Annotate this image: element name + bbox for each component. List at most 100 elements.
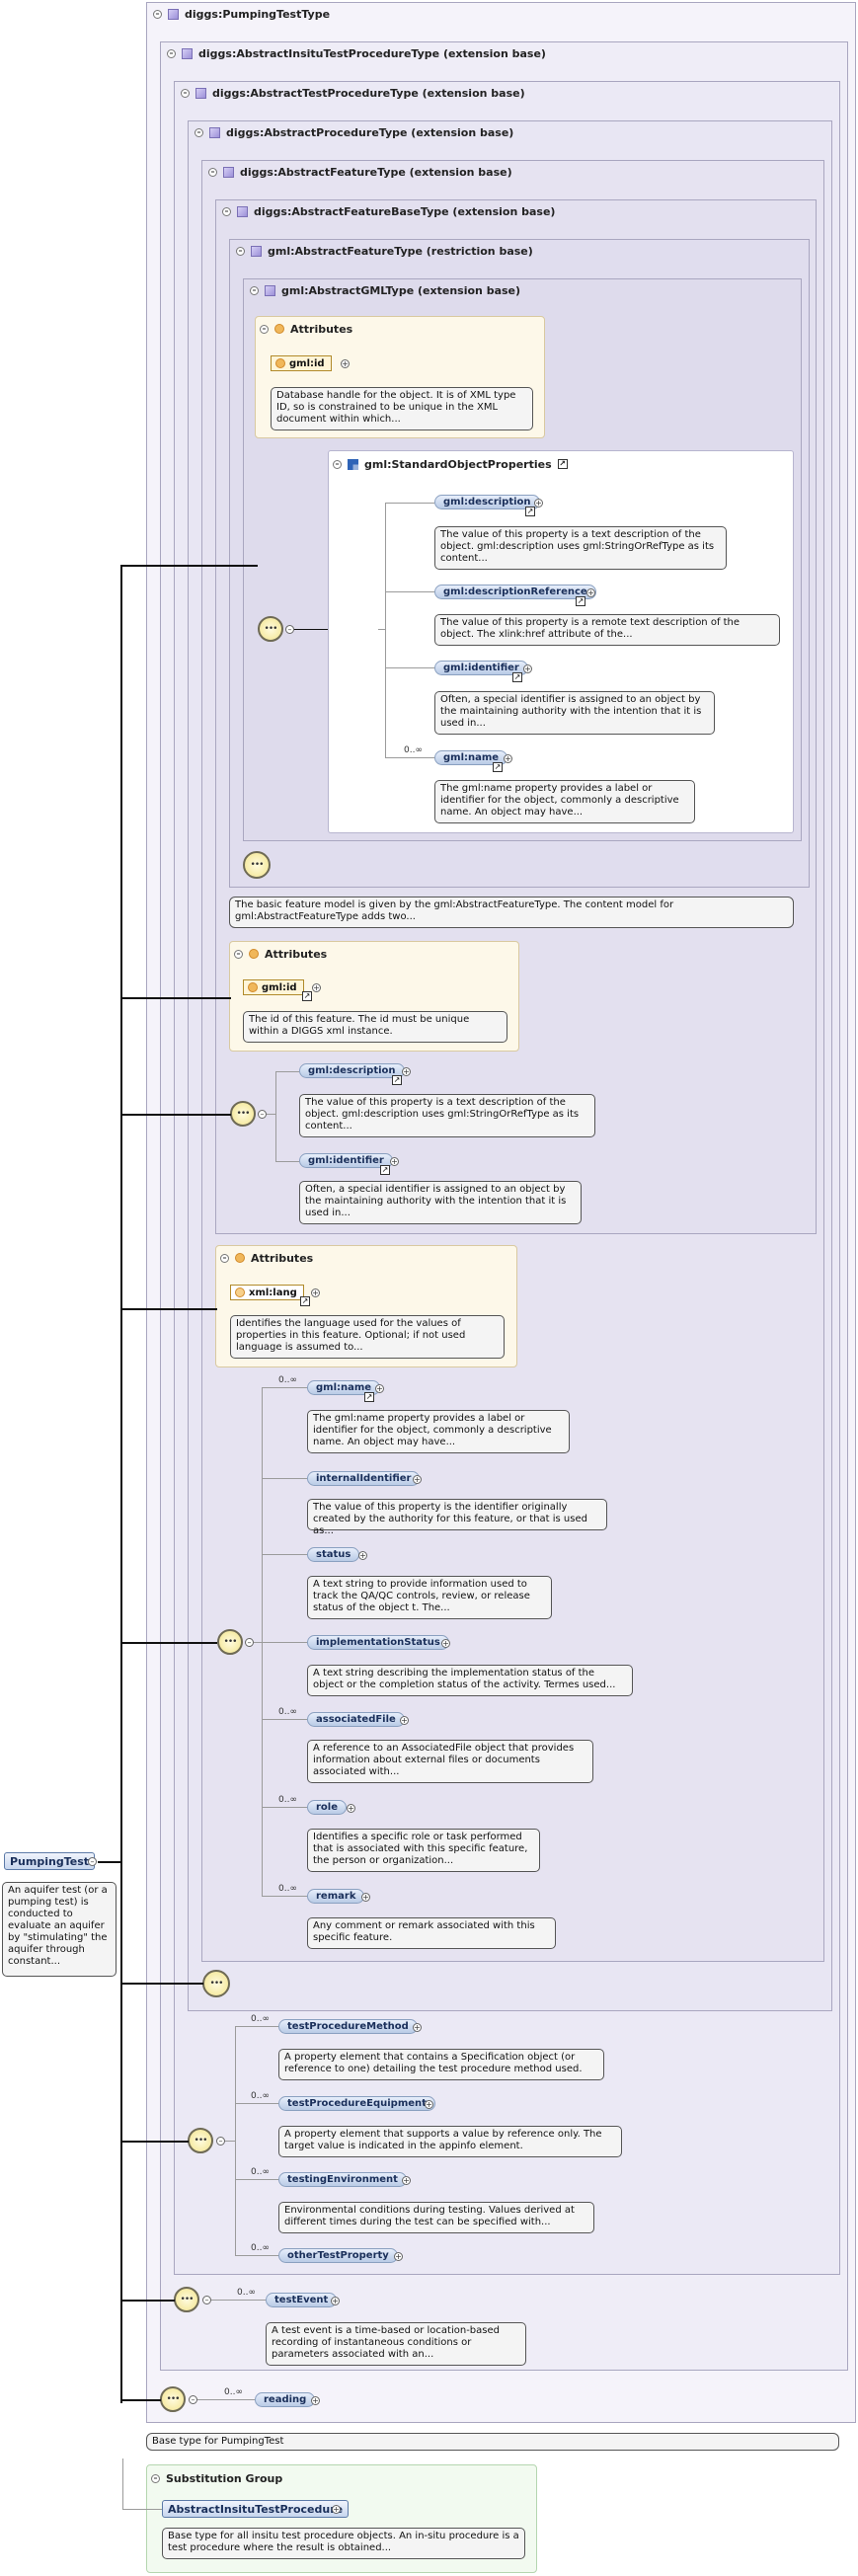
- collapse-icon[interactable]: –: [333, 459, 342, 469]
- expand-icon[interactable]: +: [413, 2022, 422, 2032]
- complex-type-icon: [182, 47, 193, 59]
- external-link-icon[interactable]: ↗: [557, 459, 568, 469]
- collapse-icon[interactable]: –: [234, 949, 243, 959]
- collapse-icon[interactable]: –: [153, 9, 162, 19]
- external-link-icon[interactable]: ↗: [392, 1075, 402, 1085]
- element-desc: A text string describing the implementat…: [307, 1665, 633, 1696]
- element-reading[interactable]: reading: [255, 2392, 316, 2407]
- expand-icon[interactable]: +: [361, 1892, 370, 1902]
- expand-icon[interactable]: +: [347, 1803, 355, 1813]
- group-icon: [348, 458, 358, 470]
- element-test-event[interactable]: testEvent: [266, 2293, 338, 2307]
- expand-icon[interactable]: +: [413, 1474, 422, 1484]
- collapse-icon[interactable]: –: [195, 127, 203, 137]
- attribute-xml-lang[interactable]: xml:lang: [230, 1285, 304, 1300]
- element-gml-identifier[interactable]: gml:identifier: [299, 1153, 393, 1168]
- element-test-procedure-equipment[interactable]: testProcedureEquipment: [278, 2096, 435, 2111]
- external-link-icon[interactable]: ↗: [364, 1392, 374, 1402]
- collapse-icon[interactable]: –: [151, 2473, 160, 2483]
- expand-icon[interactable]: +: [504, 753, 512, 763]
- element-gml-name[interactable]: gml:name: [307, 1380, 381, 1395]
- collapse-icon[interactable]: –: [202, 2296, 211, 2304]
- group-name: gml:StandardObjectProperties: [364, 457, 552, 471]
- expand-icon[interactable]: +: [331, 2296, 340, 2305]
- type-label: diggs:AbstractProcedureType (extension b…: [226, 125, 514, 139]
- external-link-icon[interactable]: ↗: [300, 1296, 310, 1306]
- attribute-gml-id[interactable]: gml:id: [271, 355, 332, 371]
- collapse-icon[interactable]: –: [216, 2137, 225, 2146]
- expand-icon[interactable]: +: [441, 1638, 450, 1648]
- type-label: diggs:AbstractFeatureType (extension bas…: [240, 165, 512, 179]
- external-link-icon[interactable]: ↗: [525, 507, 535, 516]
- element-implementation-status[interactable]: implementationStatus: [307, 1635, 449, 1650]
- collapse-icon[interactable]: –: [88, 1857, 97, 1866]
- expand-icon[interactable]: +: [311, 2395, 320, 2405]
- collapse-icon[interactable]: –: [250, 285, 259, 295]
- collapse-icon[interactable]: –: [245, 1638, 254, 1647]
- element-internal-identifier[interactable]: internalIdentifier: [307, 1471, 421, 1486]
- element-status[interactable]: status: [307, 1547, 360, 1562]
- element-gml-description[interactable]: gml:description: [434, 495, 540, 509]
- expand-icon[interactable]: +: [312, 982, 321, 992]
- element-desc: The gml:name property provides a label o…: [307, 1410, 570, 1453]
- expand-icon[interactable]: +: [402, 1066, 411, 1076]
- element-other-test-property[interactable]: otherTestProperty: [278, 2248, 398, 2263]
- collapse-icon[interactable]: –: [222, 206, 231, 216]
- sequence-icon: •••: [217, 1629, 243, 1655]
- expand-icon[interactable]: +: [332, 2504, 341, 2514]
- external-link-icon[interactable]: ↗: [493, 762, 503, 772]
- element-desc: A test event is a time-based or location…: [266, 2322, 526, 2366]
- element-desc: Identifies a specific role or task perfo…: [307, 1829, 540, 1872]
- element-role[interactable]: role: [307, 1800, 348, 1815]
- expand-icon[interactable]: +: [534, 498, 543, 507]
- external-link-icon[interactable]: ↗: [576, 596, 585, 606]
- element-gml-description[interactable]: gml:description: [299, 1063, 405, 1078]
- collapse-icon[interactable]: –: [181, 88, 190, 98]
- expand-icon[interactable]: +: [425, 2099, 433, 2109]
- collapse-icon[interactable]: –: [189, 2395, 197, 2404]
- element-gml-description-reference[interactable]: gml:descriptionReference: [434, 585, 596, 599]
- element-abstract-insitu-test-procedure[interactable]: AbstractInsituTestProcedure: [162, 2500, 350, 2518]
- expand-icon[interactable]: +: [341, 358, 350, 368]
- expand-icon[interactable]: +: [375, 1383, 384, 1393]
- expand-icon[interactable]: +: [311, 1288, 320, 1297]
- collapse-icon[interactable]: –: [220, 1253, 229, 1263]
- element-desc: A reference to an AssociatedFile object …: [307, 1740, 593, 1783]
- expand-icon[interactable]: +: [586, 587, 595, 597]
- type-label: diggs:PumpingTestType: [185, 7, 331, 21]
- external-link-icon[interactable]: ↗: [302, 991, 312, 1001]
- element-associated-file[interactable]: associatedFile: [307, 1712, 405, 1727]
- element-desc: A property element that contains a Speci…: [278, 2049, 604, 2080]
- element-desc: Any comment or remark associated with th…: [307, 1917, 556, 1949]
- expand-icon[interactable]: +: [402, 2175, 411, 2185]
- expand-icon[interactable]: +: [358, 1550, 367, 1560]
- sequence-icon: •••: [258, 616, 283, 642]
- element-pumping-test[interactable]: PumpingTest: [4, 1852, 96, 1870]
- attribute-gml-id[interactable]: gml:id: [243, 979, 304, 995]
- expand-icon[interactable]: +: [400, 1715, 409, 1725]
- type-label: gml:AbstractFeatureType (restriction bas…: [268, 244, 533, 258]
- collapse-icon[interactable]: –: [258, 1110, 267, 1119]
- attributes-title: Attributes: [290, 322, 353, 336]
- element-test-procedure-method[interactable]: testProcedureMethod: [278, 2019, 418, 2034]
- type-label: gml:AbstractGMLType (extension base): [281, 283, 521, 297]
- cardinality: 0..∞: [237, 2288, 256, 2298]
- attributes-title: Attributes: [265, 947, 328, 961]
- collapse-icon[interactable]: –: [285, 625, 294, 634]
- expand-icon[interactable]: +: [523, 664, 532, 673]
- gml-abstract-feature-desc: The basic feature model is given by the …: [229, 897, 794, 928]
- collapse-icon[interactable]: –: [167, 48, 176, 58]
- cardinality: 0..∞: [251, 2167, 270, 2177]
- attribute-group-icon: [235, 1253, 245, 1263]
- attribute-gml-id-desc: The id of this feature. The id must be u…: [243, 1011, 507, 1043]
- element-testing-environment[interactable]: testingEnvironment: [278, 2172, 407, 2187]
- external-link-icon[interactable]: ↗: [512, 672, 522, 682]
- collapse-icon[interactable]: –: [236, 246, 245, 256]
- attribute-name: gml:id: [262, 981, 297, 993]
- external-link-icon[interactable]: ↗: [380, 1165, 390, 1175]
- expand-icon[interactable]: +: [390, 1156, 399, 1166]
- collapse-icon[interactable]: –: [208, 167, 217, 177]
- expand-icon[interactable]: +: [394, 2251, 403, 2261]
- collapse-icon[interactable]: –: [260, 324, 269, 334]
- element-remark[interactable]: remark: [307, 1889, 365, 1904]
